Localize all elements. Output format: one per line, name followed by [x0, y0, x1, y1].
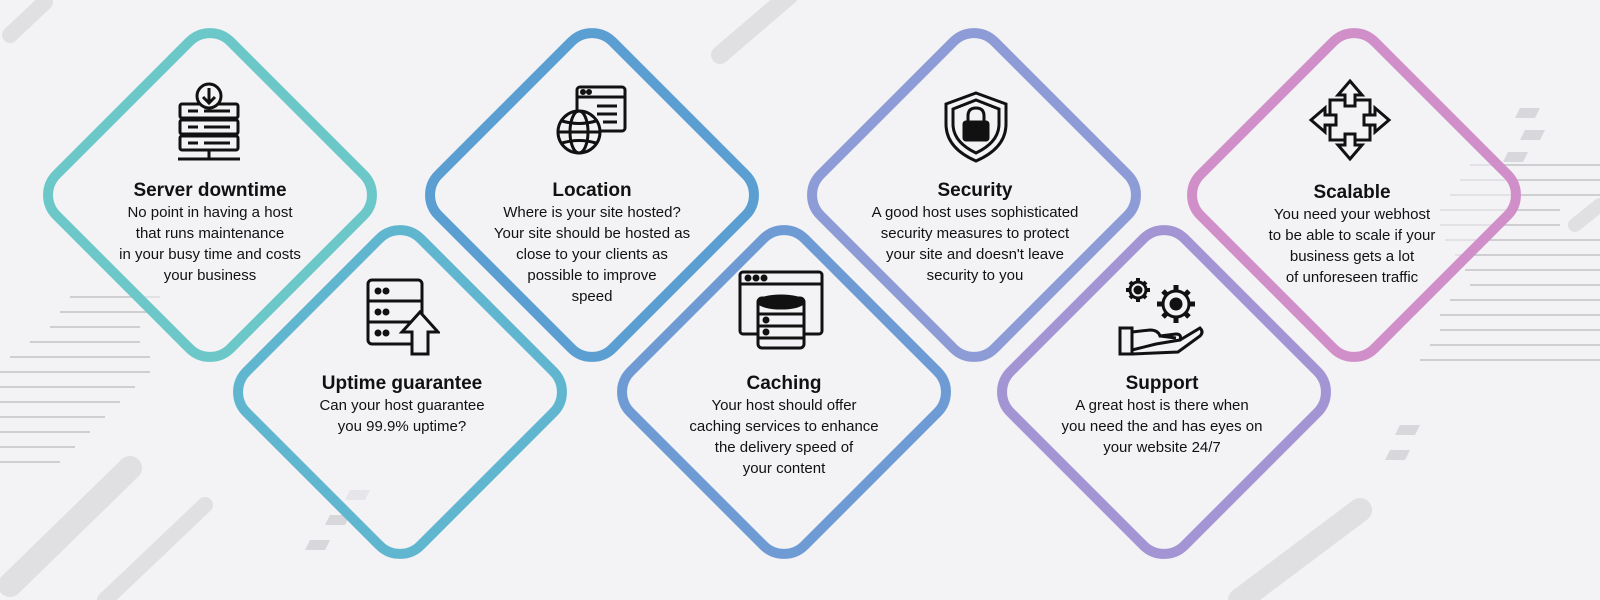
card-title: Support	[1125, 373, 1199, 394]
card-security: Security A good host uses sophisticated …	[855, 180, 1095, 286]
card-description: You need your webhost to be able to scal…	[1268, 206, 1436, 286]
card-title: Location	[552, 180, 632, 201]
shield-lock-icon	[944, 91, 1008, 163]
card-server-downtime: Server downtime No point in having a hos…	[90, 180, 330, 286]
card-description: A good host uses sophisticated security …	[871, 204, 1079, 284]
card-description: A great host is there when you need the …	[1061, 397, 1263, 456]
card-title: Uptime guarantee	[321, 373, 483, 394]
card-location: Location Where is your site hosted? Your…	[472, 180, 712, 307]
card-description: Your host should offer caching services …	[689, 397, 879, 477]
card-title: Caching	[746, 373, 822, 394]
card-description: Can your host guarantee you 99.9% uptime…	[319, 397, 485, 435]
expand-arrows-icon	[1308, 78, 1392, 162]
card-support: Support A great host is there when you n…	[1042, 373, 1282, 458]
card-title: Security	[937, 180, 1013, 201]
card-uptime-guarantee: Uptime guarantee Can your host guarantee…	[282, 373, 522, 437]
card-title: Server downtime	[133, 180, 287, 201]
server-download-icon	[178, 82, 240, 161]
gears-hand-icon	[1118, 278, 1204, 356]
server-upload-icon	[366, 278, 440, 356]
card-description: No point in having a host that runs main…	[119, 204, 301, 284]
card-title: Scalable	[1313, 182, 1391, 203]
database-browser-icon	[738, 270, 824, 350]
card-description: Where is your site hosted? Your site sho…	[493, 204, 691, 305]
card-scalable: Scalable You need your webhost to be abl…	[1232, 182, 1472, 288]
globe-browser-icon	[556, 85, 627, 155]
card-caching: Caching Your host should offer caching s…	[664, 373, 904, 479]
